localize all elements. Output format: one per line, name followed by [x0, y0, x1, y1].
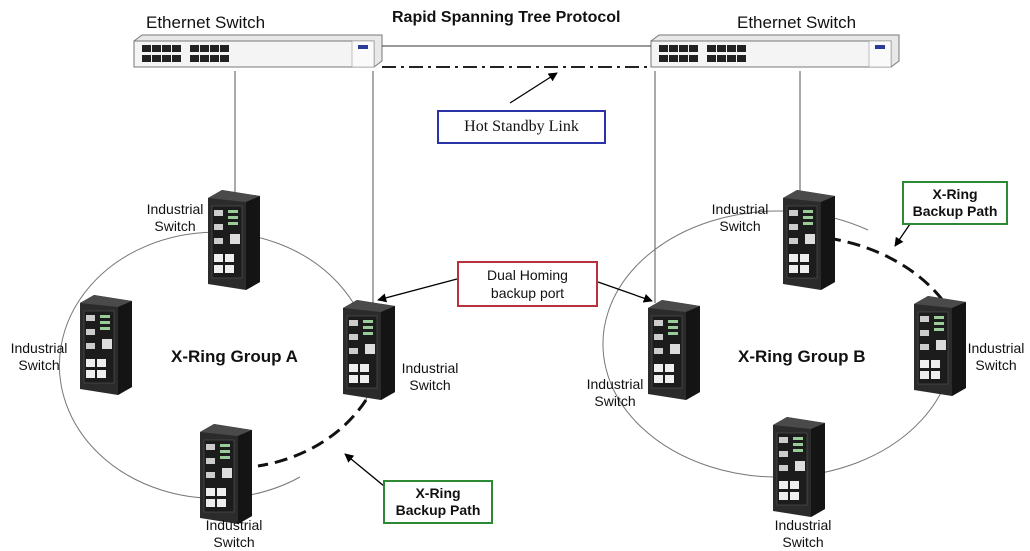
ethernet-switch-label-right: Ethernet Switch	[737, 13, 857, 32]
group-a-label: X-Ring Group A	[171, 347, 298, 366]
ring-a	[58, 231, 372, 499]
industrial-switch-a-bottom	[199, 423, 253, 525]
dual-homing-arrow-right	[597, 281, 653, 303]
industrial-switch-b-right	[913, 295, 967, 397]
industrial-switch-a-right	[342, 299, 396, 401]
backup-path-a-line-1: X-Ring	[415, 485, 461, 501]
backup-path-callout-b: X-Ring Backup Path	[902, 181, 1008, 225]
dual-homing-line-2: backup port	[490, 285, 565, 301]
ethernet-switch-left	[133, 34, 383, 68]
ethernet-switch-label-left: Ethernet Switch	[146, 13, 266, 32]
industrial-switch-b-left	[647, 299, 701, 401]
industrial-switch-b-top	[782, 189, 836, 291]
backup-path-b-line-2: Backup Path	[912, 203, 998, 219]
protocol-title: Rapid Spanning Tree Protocol	[392, 9, 621, 26]
dual-homing-arrow-left	[377, 278, 458, 303]
backup-path-b-line-1: X-Ring	[932, 186, 978, 202]
dual-homing-line-1: Dual Homing	[487, 267, 568, 283]
backup-path-arrow-b	[894, 223, 911, 247]
industrial-switch-b-bottom	[772, 416, 826, 518]
hot-standby-callout: Hot Standby Link	[437, 110, 606, 144]
group-b-label: X-Ring Group B	[738, 347, 866, 366]
ring-b	[602, 210, 954, 478]
dual-homing-callout: Dual Homing backup port	[457, 261, 598, 307]
ring-b-backup-path	[827, 236, 946, 303]
ethernet-switch-right	[650, 34, 900, 68]
backup-path-a-line-2: Backup Path	[395, 502, 481, 518]
backup-path-callout-a: X-Ring Backup Path	[383, 480, 493, 524]
hot-standby-arrow	[509, 72, 558, 104]
industrial-switch-a-top	[207, 189, 261, 291]
backup-path-arrow-a	[344, 453, 385, 487]
ring-a-backup-path	[257, 399, 368, 468]
industrial-switch-a-left	[79, 294, 133, 396]
